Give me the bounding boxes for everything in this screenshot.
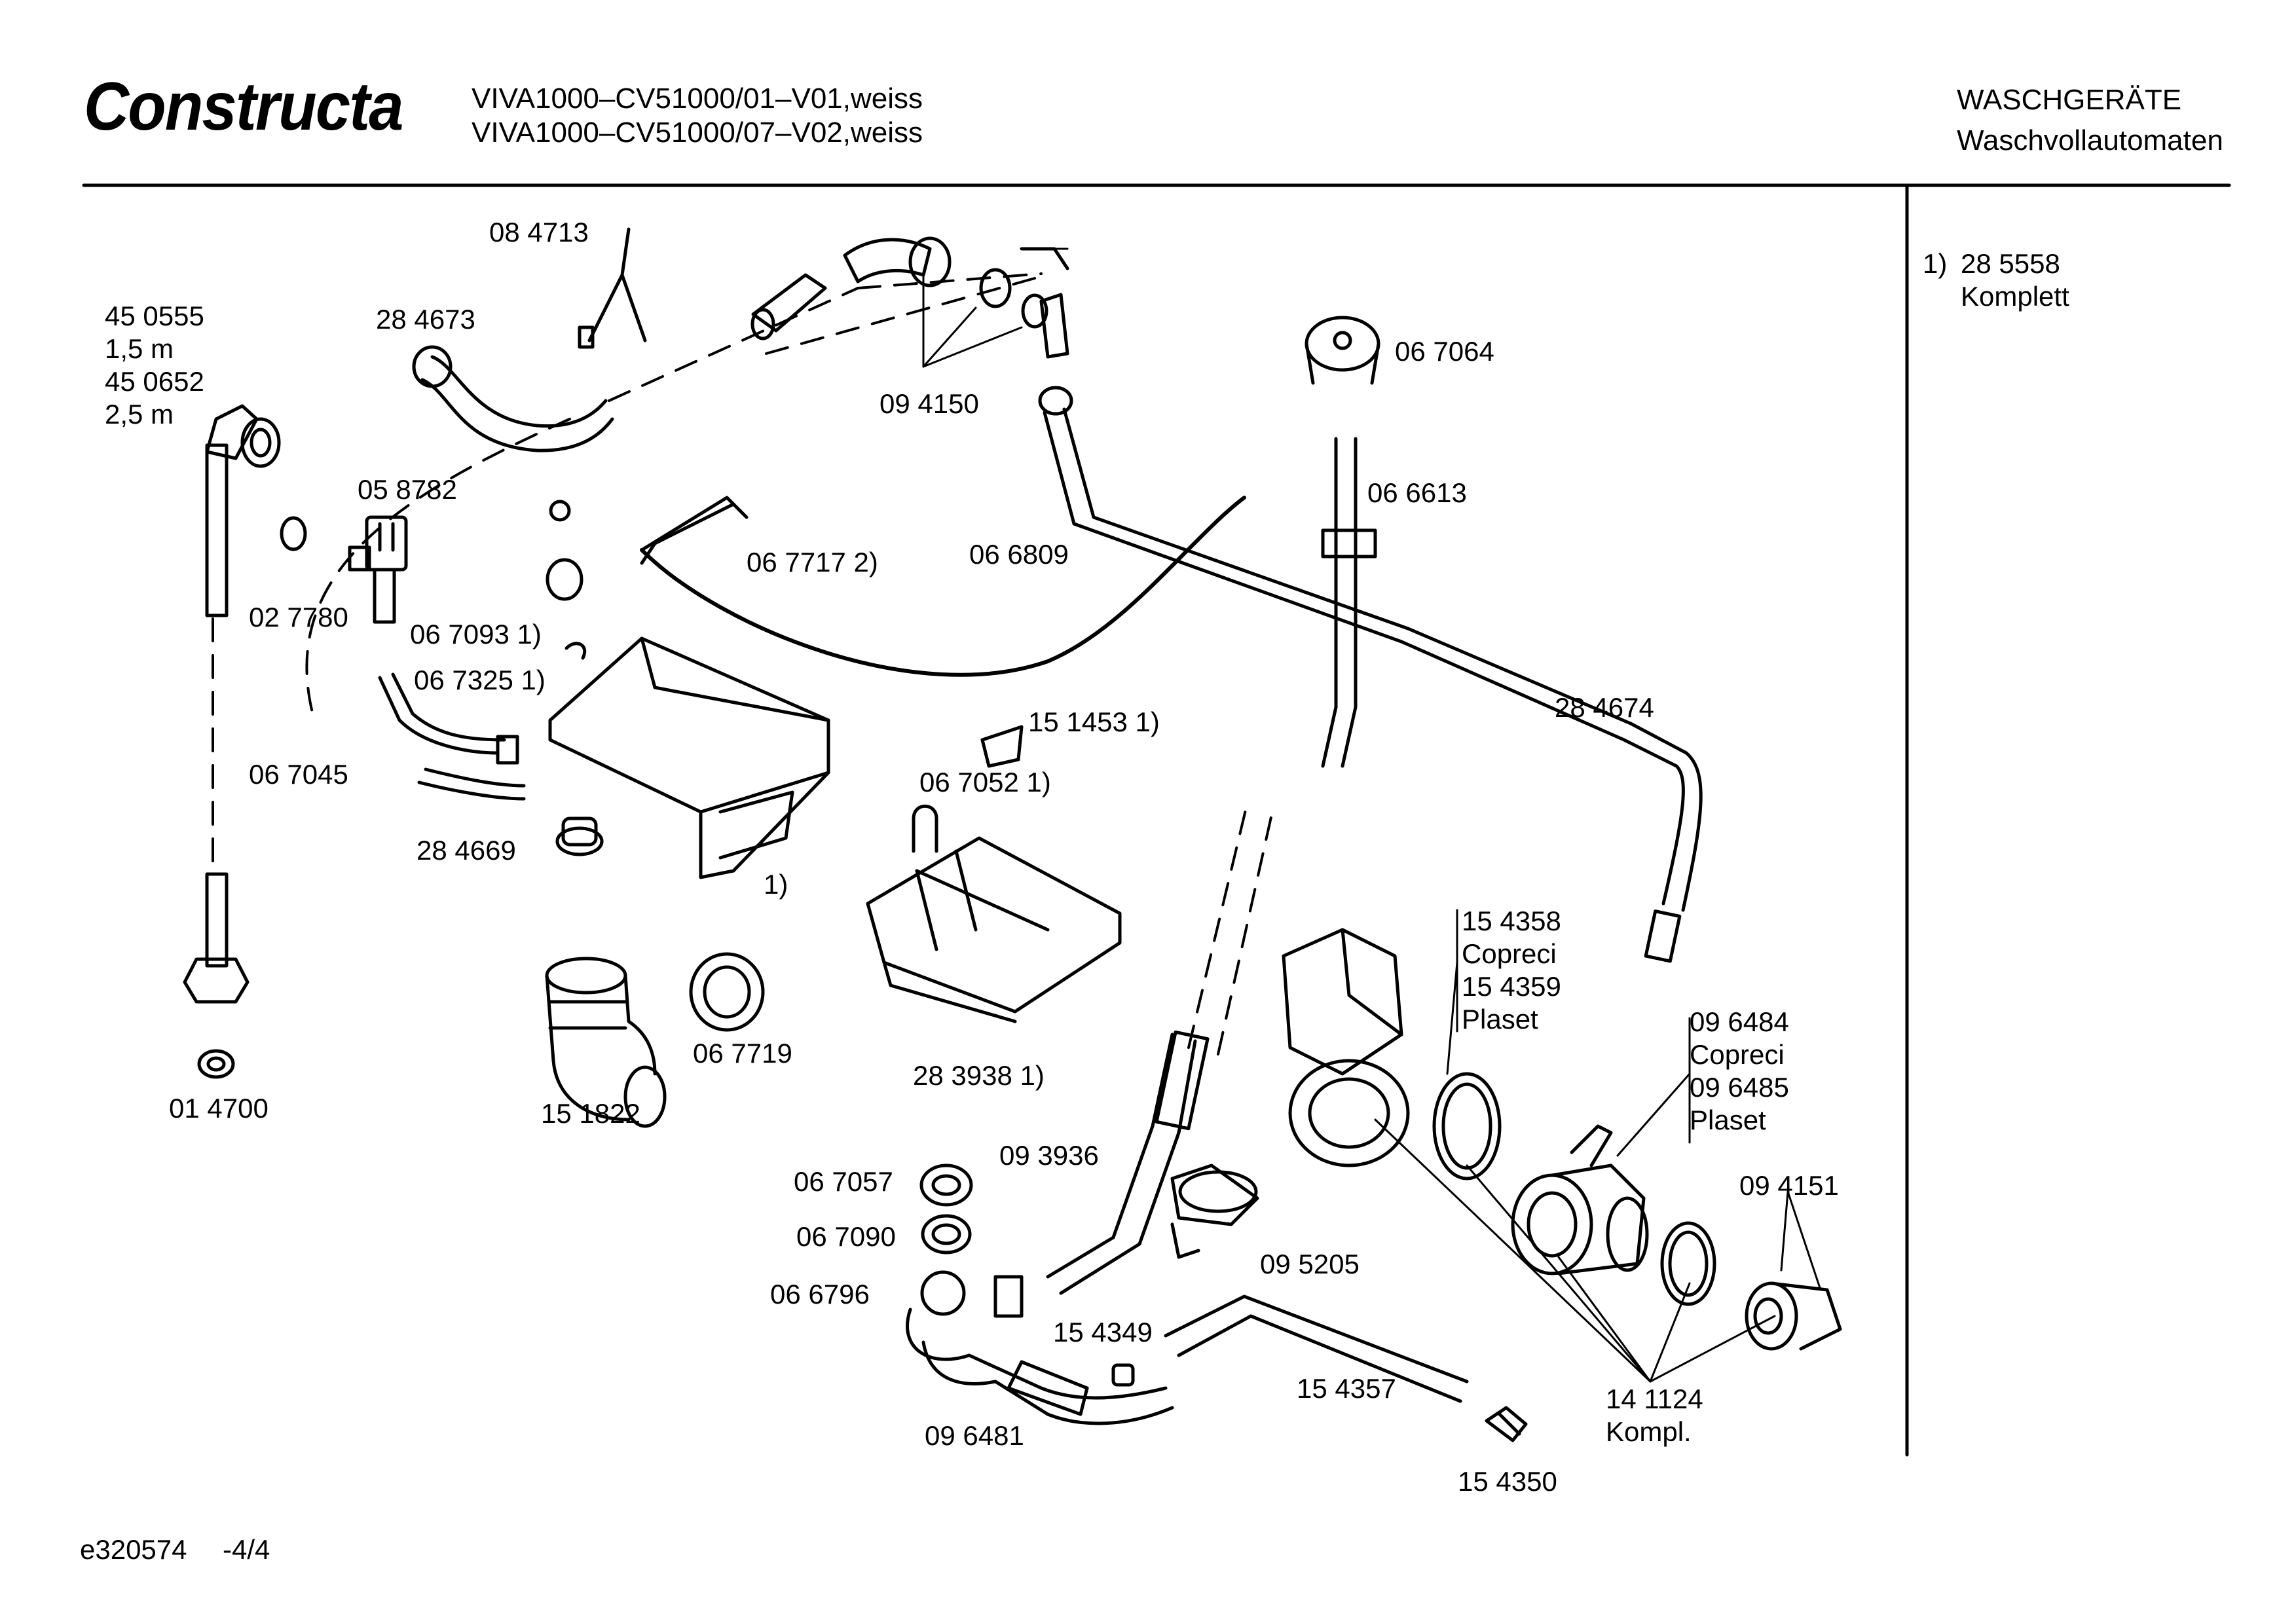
label-283938: 28 3938 1) xyxy=(913,1060,1045,1091)
label-095205: 09 5205 xyxy=(1260,1249,1360,1279)
label-066809: 06 6809 xyxy=(969,539,1069,570)
label-copreci-1: Copreci xyxy=(1462,938,1557,969)
inlet-hose-icon xyxy=(183,404,281,1004)
category-title: WASCHGERÄTE xyxy=(1957,84,2182,116)
bellows-067719-icon xyxy=(689,952,765,1032)
label-067093: 06 7093 1) xyxy=(410,619,542,650)
label-093936: 09 3936 xyxy=(999,1140,1099,1171)
filter-095205-icon xyxy=(1170,1163,1259,1259)
label-067719: 06 7719 xyxy=(693,1038,792,1069)
sump-096481-icon xyxy=(906,1275,1174,1425)
wire-066809-icon xyxy=(640,496,1246,677)
label-066796: 06 6796 xyxy=(770,1279,870,1310)
screw-154350-icon xyxy=(1485,1406,1528,1442)
label-067064: 06 7064 xyxy=(1395,336,1494,367)
label-094151: 09 4151 xyxy=(1739,1170,1839,1201)
label-096485: 09 6485 xyxy=(1690,1072,1789,1103)
label-284674: 28 4674 xyxy=(1555,692,1654,723)
label-096481: 09 6481 xyxy=(925,1420,1024,1451)
label-note-1: 1) xyxy=(764,869,788,900)
label-151453: 15 1453 1) xyxy=(1028,706,1160,737)
label-014700: 01 4700 xyxy=(169,1093,268,1124)
label-284673: 28 4673 xyxy=(376,304,475,335)
clip-067093-icon xyxy=(546,558,583,601)
label-154359: 15 4359 xyxy=(1462,971,1561,1002)
pump-housing-096484-icon xyxy=(1511,1124,1649,1275)
label-154350: 15 4350 xyxy=(1458,1466,1557,1497)
elbow-094150-icon xyxy=(843,236,1069,359)
pump-154358-icon xyxy=(1282,928,1502,1181)
cap-151453-icon xyxy=(980,725,1024,768)
dispenser-housing-icon xyxy=(548,636,830,879)
footer-doc-id: e320574 xyxy=(80,1534,187,1565)
label-096484: 09 6484 xyxy=(1690,1006,1789,1037)
label-094150: 09 4150 xyxy=(880,388,979,419)
label-154357: 15 4357 xyxy=(1297,1373,1396,1404)
tube-066613-icon xyxy=(1321,437,1377,768)
brand-logo-text: Constructa xyxy=(84,69,403,145)
rings-icon xyxy=(919,1163,973,1316)
bellows-151822-icon xyxy=(545,957,667,1128)
clip-084713-icon xyxy=(578,227,647,349)
seal-094151-icon xyxy=(1660,1221,1716,1306)
seal-027780-icon xyxy=(280,516,307,551)
label-067045: 06 7045 xyxy=(249,759,348,790)
label-027780: 02 7780 xyxy=(249,602,348,632)
hose-284669-icon xyxy=(417,767,526,801)
clip-067052-icon xyxy=(912,804,938,853)
label-length-25: 2,5 m xyxy=(105,399,174,430)
clip-067325-icon xyxy=(565,642,587,660)
note-text: Komplett xyxy=(1961,281,2069,312)
label-067325: 06 7325 1) xyxy=(414,665,546,695)
detergent-tray-icon xyxy=(866,836,1122,1023)
model-line-1: VIVA1000–CV51000/01–V01,weiss xyxy=(472,82,923,115)
label-067057: 06 7057 xyxy=(794,1166,893,1197)
label-141124: 14 1124 xyxy=(1606,1383,1703,1414)
hose-284673-icon xyxy=(412,345,614,452)
brand-logo: Constructa xyxy=(84,71,430,143)
connector-tube-icon xyxy=(750,273,827,340)
note-index: 1) xyxy=(1923,248,1948,279)
label-284669: 28 4669 xyxy=(417,835,516,866)
label-084713: 08 4713 xyxy=(489,217,589,247)
label-plaset-2: Plaset xyxy=(1690,1105,1766,1135)
label-067717: 06 7717 2) xyxy=(747,547,878,577)
label-kompl: Kompl. xyxy=(1606,1416,1692,1447)
label-067090: 06 7090 xyxy=(796,1221,896,1252)
category-subtitle: Waschvollautomaten xyxy=(1957,124,2223,156)
leader-lines xyxy=(922,247,1069,368)
inlet-valve-icon xyxy=(348,515,408,624)
dashed-leaders xyxy=(212,272,1275,1055)
label-leaders xyxy=(1374,909,1822,1383)
hose-067045-icon xyxy=(378,672,519,765)
filter-plug-icon xyxy=(1745,1281,1842,1351)
clamp-154349-icon xyxy=(1111,1363,1135,1387)
label-154349: 15 4349 xyxy=(1053,1317,1153,1347)
label-066613: 06 6613 xyxy=(1367,477,1467,508)
hose-154357-icon xyxy=(1164,1294,1469,1403)
label-length-15: 1,5 m xyxy=(105,333,174,364)
footer-page: -4/4 xyxy=(223,1534,270,1565)
note-part-number: 28 5558 xyxy=(1961,248,2060,279)
label-450555: 45 0555 xyxy=(105,301,204,331)
label-plaset-1: Plaset xyxy=(1462,1004,1538,1035)
label-copreci-2: Copreci xyxy=(1690,1039,1785,1070)
hose-093936-icon xyxy=(1046,1030,1210,1295)
model-line-2: VIVA1000–CV51000/07–V02,weiss xyxy=(472,117,923,149)
label-154358: 15 4358 xyxy=(1462,906,1561,936)
seal-014700-icon xyxy=(197,1049,235,1079)
label-151822: 15 1822 xyxy=(541,1098,640,1129)
hose-284674-icon xyxy=(1038,386,1703,963)
bracket-067717-icon xyxy=(549,496,749,565)
label-058782: 05 8782 xyxy=(358,474,457,505)
pressure-switch-icon xyxy=(1305,316,1380,385)
label-067052: 06 7052 1) xyxy=(919,767,1051,797)
label-450652: 45 0652 xyxy=(105,366,204,397)
